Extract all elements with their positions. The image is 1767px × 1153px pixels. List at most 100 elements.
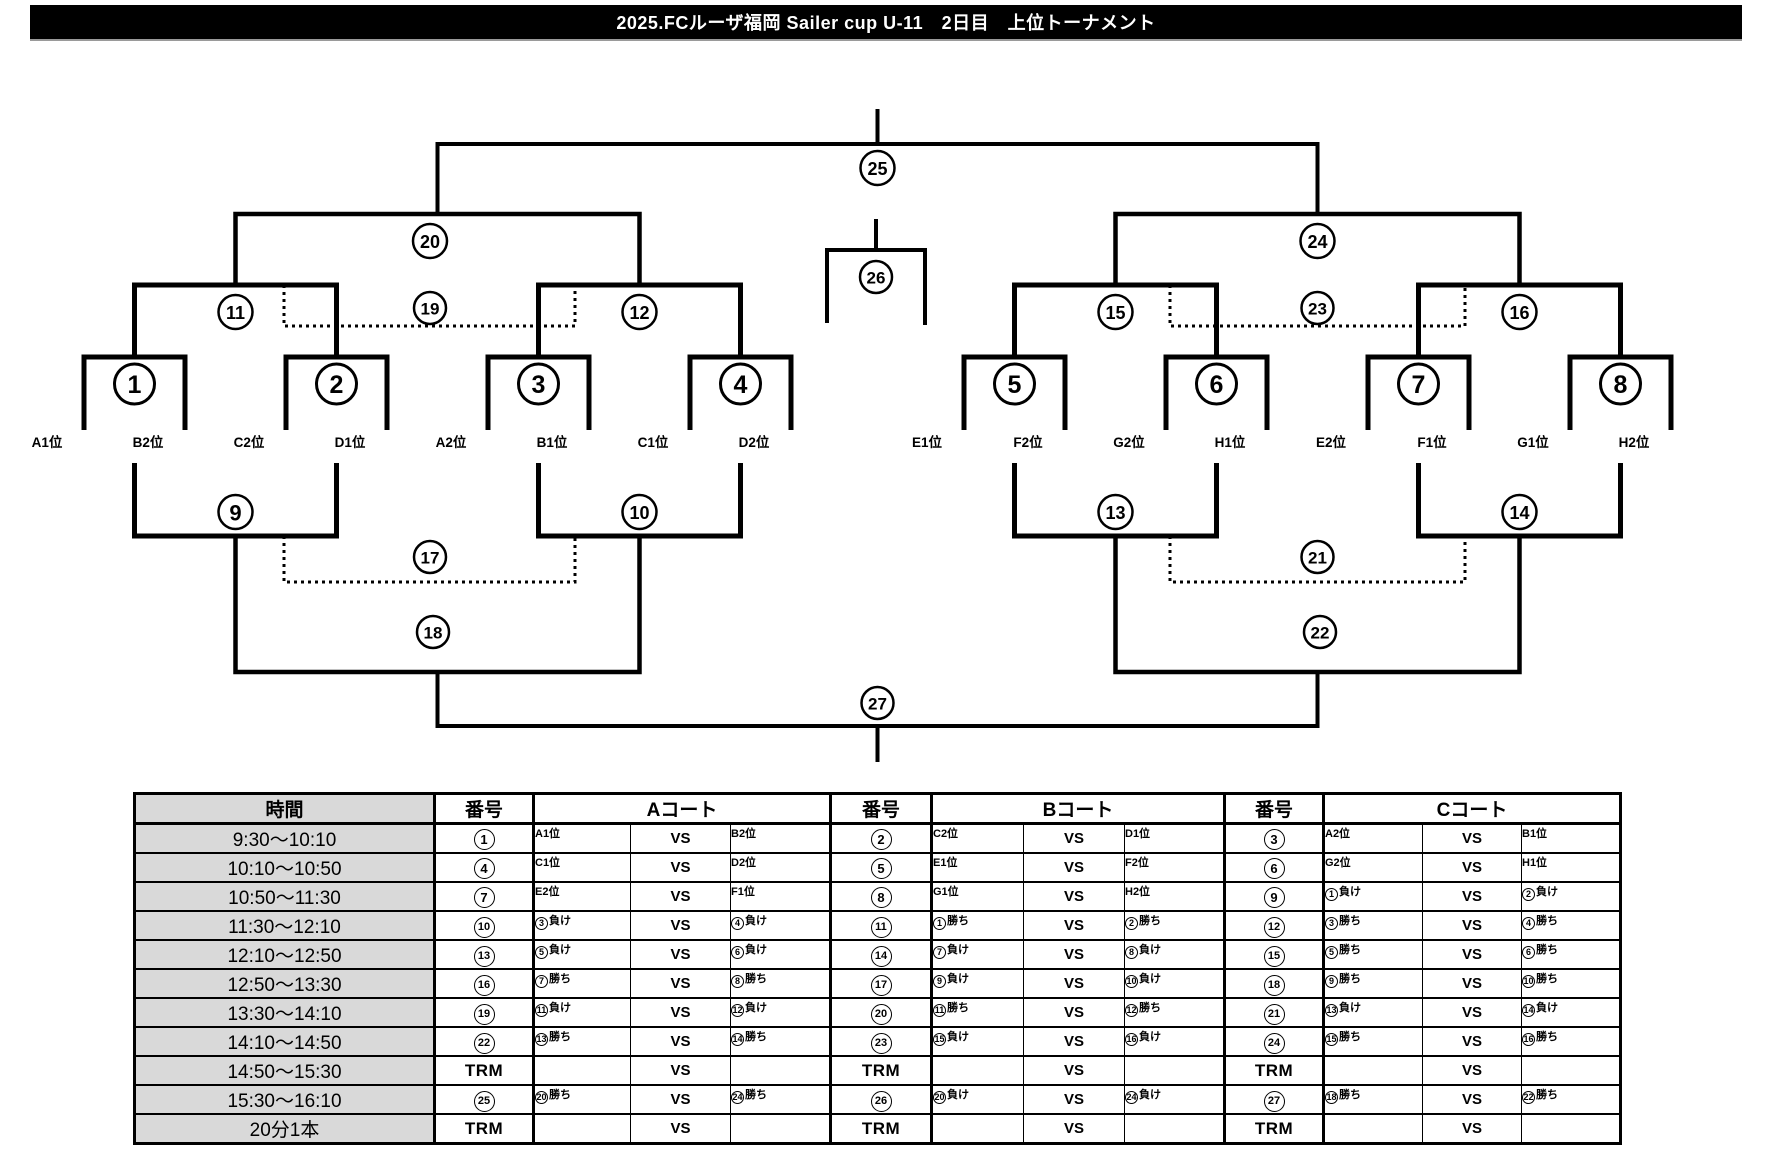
circled-number: 6	[731, 946, 744, 959]
match-number-cell: 25	[433, 1084, 534, 1115]
circled-number: 18	[1326, 1091, 1338, 1104]
time-cell: 11:30～12:10	[134, 910, 435, 941]
circled-number: 21	[1263, 1003, 1285, 1025]
circled-number: 5	[536, 946, 548, 959]
team-cell: D1位	[1124, 822, 1225, 854]
team-cell: B1位	[1521, 822, 1621, 854]
match-number-16: 16	[1501, 293, 1538, 331]
vs-cell: vs	[1422, 910, 1522, 941]
team-cell: E1位	[930, 852, 1024, 883]
svg-text:20: 20	[420, 232, 440, 252]
circled-number: 20	[536, 1091, 548, 1104]
circled-number: 24	[1263, 1032, 1285, 1054]
time-cell: 14:10～14:50	[134, 1026, 435, 1057]
header-court-a: Aコート	[532, 793, 831, 825]
svg-text:25: 25	[867, 159, 887, 179]
svg-text:7: 7	[1412, 371, 1426, 399]
svg-text:8: 8	[1614, 371, 1628, 399]
circled-number: 22	[473, 1032, 495, 1054]
schedule-row: 13:30～14:101911負けvs12負け2011勝ちvs12勝ち2113負…	[134, 997, 1621, 1028]
match-number-19: 19	[412, 290, 448, 326]
vs-cell: vs	[1023, 852, 1125, 883]
match-number-14: 14	[1501, 493, 1538, 531]
match-number-cell: TRM	[829, 1055, 932, 1086]
team-label: A1位	[32, 434, 63, 450]
svg-text:24: 24	[1307, 232, 1327, 252]
match-number-cell: 7	[433, 881, 534, 912]
header-time: 時間	[134, 793, 435, 825]
header-court-b: Bコート	[930, 793, 1225, 825]
team-cell	[532, 1055, 631, 1086]
team-cell: F1位	[730, 881, 831, 912]
team-cell: A1位	[532, 822, 631, 854]
match-number-11: 11	[217, 293, 254, 331]
team-cell: D2位	[730, 852, 831, 883]
vs-cell: vs	[630, 822, 731, 854]
team-cell	[730, 1113, 831, 1144]
svg-text:22: 22	[1311, 624, 1330, 643]
team-cell	[1322, 1055, 1423, 1086]
circled-number: 1	[1326, 888, 1338, 901]
circled-number: 15	[934, 1033, 946, 1046]
match-number-cell: 23	[829, 1026, 932, 1057]
svg-text:21: 21	[1308, 549, 1327, 568]
circled-number: 9	[1326, 975, 1338, 988]
time-cell: 20分1本	[134, 1113, 435, 1144]
team-label: C2位	[234, 434, 265, 450]
team-cell: F2位	[1124, 852, 1225, 883]
team-label: B2位	[133, 434, 164, 450]
vs-cell: vs	[630, 1084, 731, 1115]
vs-cell: vs	[1023, 910, 1125, 941]
team-cell: H1位	[1521, 852, 1621, 883]
circled-number: 20	[870, 1003, 892, 1025]
time-cell: 9:30～10:10	[134, 822, 435, 854]
svg-text:12: 12	[629, 303, 649, 323]
svg-text:14: 14	[1509, 503, 1529, 523]
match-number-15: 15	[1097, 293, 1134, 331]
vs-cell: vs	[1422, 822, 1522, 854]
schedule-table: 時間番号Aコート番号Bコート番号Cコート9:30～10:101A1位vsB2位2…	[133, 792, 1622, 1145]
match-number-cell: TRM	[1223, 1113, 1324, 1144]
vs-cell: vs	[630, 1113, 731, 1144]
circled-number: 1	[934, 917, 946, 930]
match-number-23: 23	[1300, 290, 1335, 326]
match-number-cell: 2	[829, 822, 932, 854]
circled-number: 24	[731, 1091, 744, 1104]
circled-number: 14	[1522, 1004, 1535, 1017]
match-number-5: 5	[993, 362, 1036, 406]
team-label: G2位	[1113, 434, 1145, 450]
circled-number: 8	[870, 886, 892, 908]
match-number-cell: 14	[829, 939, 932, 970]
match-number-cell: 21	[1223, 997, 1324, 1028]
header-court-c: Cコート	[1322, 793, 1621, 825]
match-number-cell: TRM	[829, 1113, 932, 1144]
team-cell	[1322, 1113, 1423, 1144]
match-number-cell: 4	[433, 852, 534, 883]
schedule-row: 9:30～10:101A1位vsB2位2C2位vsD1位3A2位vsB1位	[134, 822, 1621, 854]
team-cell	[1124, 1055, 1225, 1086]
team-label: D1位	[335, 434, 366, 450]
team-cell: C2位	[930, 822, 1024, 854]
team-label: H1位	[1215, 434, 1246, 450]
circled-number: 13	[473, 945, 495, 967]
svg-text:5: 5	[1008, 371, 1022, 399]
match-number-12: 12	[621, 293, 658, 331]
svg-text:6: 6	[1210, 371, 1224, 399]
match-number-cell: 12	[1223, 910, 1324, 941]
match-number-cell: 26	[829, 1084, 932, 1115]
match-number-26: 26	[858, 259, 894, 295]
page-title: 2025.FCルーザ福岡 Sailer cup U-11 2日目 上位トーナメン…	[616, 13, 1156, 33]
match-number-10: 10	[621, 493, 658, 531]
circled-number: 16	[1522, 1033, 1535, 1046]
match-number-4: 4	[719, 362, 762, 406]
